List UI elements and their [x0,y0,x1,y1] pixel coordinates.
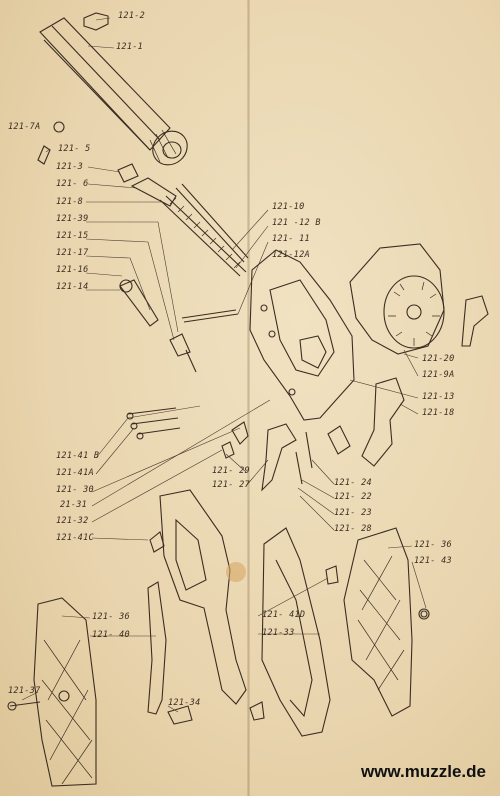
part-121-36-grip-right [343,527,430,717]
label-121-41b: 121-41 B [56,451,100,461]
label-121-11: 121- 11 [272,234,310,244]
part-121-37-screw [7,701,41,711]
label-121-5: 121- 5 [58,144,91,154]
part-121-9a-cylinder [349,243,445,355]
label-121-41d: 121- 41D [262,610,306,620]
label-121-29: 121- 29 [212,466,250,476]
part-121-3 [117,163,139,183]
part-121-2 [83,12,109,31]
label-121-15: 121-15 [56,231,89,241]
label-121-14: 121-14 [56,282,89,292]
part-121-41c [149,531,165,553]
label-121-43: 121- 43 [414,556,452,566]
part-121-1-barrel [39,17,188,166]
label-121-32: 121-32 [56,516,89,526]
watermark: www.muzzle.de [360,762,486,781]
part-121-33-backstrap [261,527,339,737]
part-121-14-screw [119,279,159,327]
label-121-22: 121- 22 [334,492,372,502]
label-121-3: 121-3 [56,162,84,172]
part-121-8-plunger [159,195,247,277]
part-121-40 [147,581,167,715]
label-121-6: 121- 6 [56,179,89,189]
label-121-12a: 121-12A [272,250,310,260]
part-121-36-grip-left [33,597,97,787]
label-121-17: 121-17 [56,248,89,258]
part-121-29 [221,441,235,459]
label-121-13: 121-13 [422,392,455,402]
part-121-27-trigger [261,423,297,492]
label-121-30: 121- 30 [56,485,94,495]
label-121-28: 121- 28 [334,524,372,534]
label-121-40: 121- 40 [92,630,130,640]
part-121-5 [37,145,51,165]
label-121-23: 121- 23 [334,508,372,518]
label-121-1: 121-1 [116,42,144,52]
part-121-24-spring [295,425,351,485]
part-121-41-screws [126,407,181,440]
part-121-6-loading-lever [130,177,177,207]
part-121-20-hand [461,295,489,347]
leader-lines [21,17,427,713]
label-121-8: 121-8 [56,197,84,207]
label-121-27: 121- 27 [212,480,250,490]
part-121-10-rod [175,183,249,263]
part-frame [249,249,355,421]
label-121-16: 121-16 [56,265,89,275]
part-121-34 [167,701,265,725]
label-121-10: 121-10 [272,202,305,212]
label-121-20: 121-20 [422,354,455,364]
label-121-41c: 121-41C [56,533,94,543]
label-121-36-right: 121- 36 [414,540,452,550]
label-121-39: 121-39 [56,214,89,224]
label-121-2: 121-2 [118,11,146,21]
label-121-18: 121-18 [422,408,455,418]
label-121-24: 121- 24 [334,478,372,488]
part-121-43 [420,610,428,618]
part-121-15-nipple [169,333,197,373]
label-21-31: 21-31 [60,500,88,510]
label-121-34: 121-34 [168,698,201,708]
label-121-33: 121-33 [262,628,295,638]
part-121-30 [231,421,249,445]
part-121-12-pin [181,309,239,323]
label-121-9a: 121-9A [422,370,455,380]
part-121-7a [53,121,65,133]
label-121-7a: 121-7A [8,122,41,132]
label-121-36-left: 121- 36 [92,612,130,622]
label-121-41a: 121-41A [56,468,94,478]
part-121-32-trigger-guard [159,489,247,705]
part-121-13-hammer [361,377,405,467]
paper-fold [247,0,250,796]
label-121-12b: 121 -12 B [272,218,321,228]
label-121-37: 121-37 [8,686,41,696]
